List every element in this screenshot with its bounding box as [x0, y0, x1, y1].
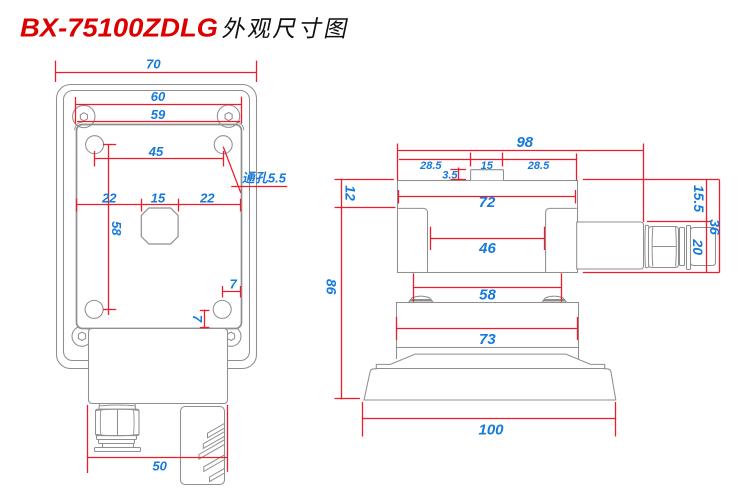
svg-text:72: 72 — [479, 194, 496, 211]
svg-text:28.5: 28.5 — [527, 160, 550, 172]
svg-text:5.5: 5.5 — [268, 170, 287, 185]
svg-text:59: 59 — [151, 107, 166, 122]
svg-text:100: 100 — [478, 421, 504, 438]
svg-text:50: 50 — [152, 459, 167, 474]
svg-text:98: 98 — [516, 134, 533, 151]
svg-text:45: 45 — [148, 144, 164, 159]
svg-text:15: 15 — [151, 191, 166, 206]
svg-text:22: 22 — [101, 191, 117, 206]
svg-text:22: 22 — [199, 191, 215, 206]
svg-text:15: 15 — [481, 160, 494, 172]
svg-text:12: 12 — [343, 185, 359, 201]
svg-text:7: 7 — [230, 276, 238, 291]
svg-text:73: 73 — [479, 331, 496, 348]
svg-text:58: 58 — [109, 221, 124, 236]
svg-text:36: 36 — [707, 219, 723, 235]
svg-text:28.5: 28.5 — [419, 160, 442, 172]
svg-text:3.5: 3.5 — [442, 169, 458, 181]
svg-text:60: 60 — [151, 89, 166, 104]
svg-text:7: 7 — [190, 315, 205, 323]
svg-text:BX-75100ZDLG: BX-75100ZDLG — [20, 12, 218, 42]
svg-text:15.5: 15.5 — [691, 185, 707, 212]
svg-text:58: 58 — [479, 286, 496, 303]
svg-text:86: 86 — [324, 279, 340, 295]
svg-text:70: 70 — [146, 57, 161, 72]
svg-text:46: 46 — [478, 240, 496, 257]
svg-text:20: 20 — [690, 238, 706, 255]
